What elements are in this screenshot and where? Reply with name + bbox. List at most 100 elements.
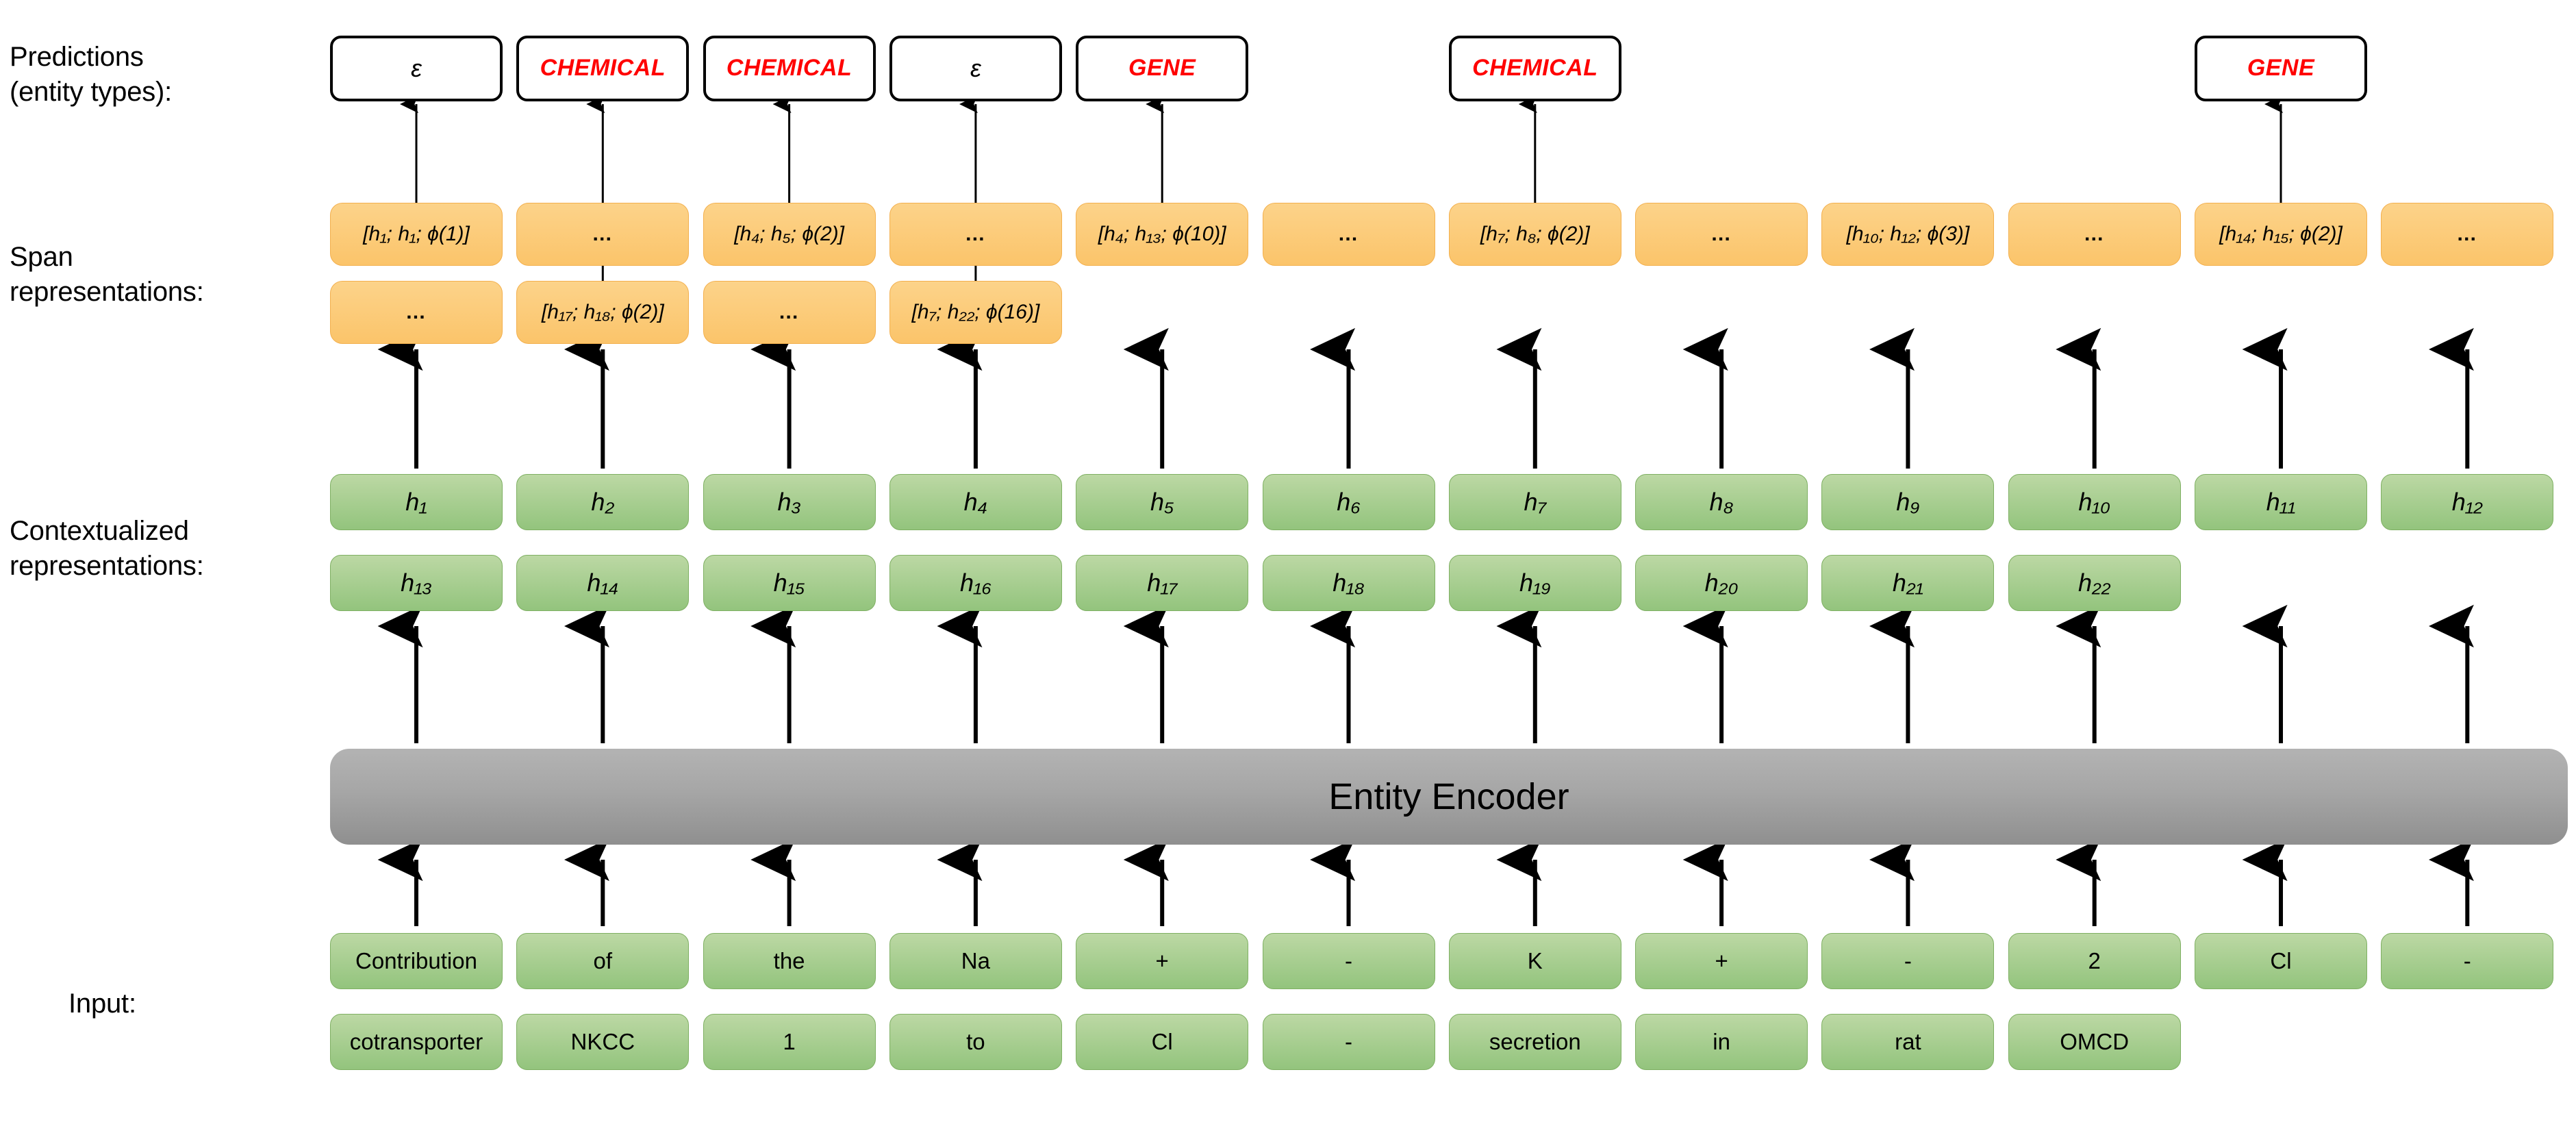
hidden-state-box-[interactable]: h₁₁ bbox=[2195, 474, 2367, 530]
hidden-state-box-[interactable]: h₁₇ bbox=[1076, 555, 1249, 611]
span-box-span_row_2-3[interactable]: … bbox=[703, 281, 876, 344]
input-token-box[interactable]: K bbox=[1448, 933, 1621, 989]
span-box-span_row_1-10[interactable]: … bbox=[2008, 203, 2181, 266]
span-formula: [h₁₀; h₁₂; ϕ(3)] bbox=[1846, 222, 1970, 245]
input-token-label: secretion bbox=[1489, 1029, 1581, 1055]
entity-encoder-title: Entity Encoder bbox=[1328, 776, 1569, 817]
hidden-state-box-[interactable]: h₉ bbox=[1821, 474, 1995, 530]
prediction-box-5[interactable]: GENE bbox=[1076, 36, 1249, 101]
hidden-state-box-[interactable]: h₁₉ bbox=[1448, 555, 1621, 611]
input-token-box[interactable]: - bbox=[2381, 933, 2554, 989]
input-token-box[interactable]: 2 bbox=[2008, 933, 2181, 989]
span-box-span_row_1-3[interactable]: [h₄; h₅; ϕ(2)] bbox=[703, 203, 876, 266]
span-box-span_row_2-4[interactable]: [h₇; h₂₂; ϕ(16)] bbox=[889, 281, 1062, 344]
input-token-box[interactable]: + bbox=[1076, 933, 1249, 989]
span-box-span_row_1-11[interactable]: [h₁₄; h₁₅; ϕ(2)] bbox=[2195, 203, 2367, 266]
input-token-box[interactable]: NKCC bbox=[516, 1014, 690, 1070]
label-input: Input: bbox=[68, 988, 136, 1019]
hidden-state-label: h₈ bbox=[1709, 488, 1734, 517]
input-token-box[interactable]: to bbox=[889, 1014, 1062, 1070]
input-token-box[interactable]: OMCD bbox=[2008, 1014, 2181, 1070]
hidden-state-box-[interactable]: h₈ bbox=[1635, 474, 1808, 530]
span-box-span_row_1-12[interactable]: … bbox=[2381, 203, 2554, 266]
ellipsis: … bbox=[2083, 222, 2106, 245]
hidden-state-label: h₁₈ bbox=[1333, 569, 1365, 597]
prediction-box-3[interactable]: CHEMICAL bbox=[703, 36, 876, 101]
prediction-box-7[interactable]: CHEMICAL bbox=[1448, 36, 1621, 101]
span-formula: [h₁; h₁; ϕ(1)] bbox=[363, 222, 470, 245]
input-token-box[interactable]: 1 bbox=[703, 1014, 876, 1070]
input-token-box[interactable]: in bbox=[1635, 1014, 1808, 1070]
hidden-state-box-[interactable]: h₁ bbox=[330, 474, 503, 530]
hidden-state-box-[interactable]: h₁₃ bbox=[330, 555, 503, 611]
hidden-state-box-[interactable]: h₁₂ bbox=[2381, 474, 2554, 530]
input-token-box[interactable]: + bbox=[1635, 933, 1808, 989]
hidden-state-box-[interactable]: h₂ bbox=[516, 474, 690, 530]
input-token-box[interactable]: Contribution bbox=[330, 933, 503, 989]
hidden-state-label: h₉ bbox=[1896, 488, 1920, 517]
input-token-label: 1 bbox=[783, 1029, 796, 1055]
span-box-span_row_1-5[interactable]: [h₄; h₁₃; ϕ(10)] bbox=[1076, 203, 1249, 266]
input-token-box[interactable]: the bbox=[703, 933, 876, 989]
span-box-span_row_1-2[interactable]: … bbox=[516, 203, 690, 266]
label-contextualized-representations: Contextualized representations: bbox=[10, 516, 204, 582]
ellipsis: … bbox=[1710, 222, 1733, 245]
hidden-state-box-[interactable]: h₁₆ bbox=[889, 555, 1062, 611]
span-box-span_row_1-1[interactable]: [h₁; h₁; ϕ(1)] bbox=[330, 203, 503, 266]
hidden-state-box-[interactable]: h₆ bbox=[1262, 474, 1435, 530]
span-box-span_row_1-4[interactable]: … bbox=[889, 203, 1062, 266]
input-token-box[interactable]: - bbox=[1262, 933, 1435, 989]
hidden-state-label: h₁₇ bbox=[1147, 569, 1178, 597]
input-token-box[interactable]: cotransporter bbox=[330, 1014, 503, 1070]
input-token-label: + bbox=[1715, 948, 1728, 974]
hidden-state-box-[interactable]: h₄ bbox=[889, 474, 1062, 530]
label-span-representations: Span representations: bbox=[10, 242, 204, 308]
hidden-state-box-[interactable]: h₅ bbox=[1076, 474, 1249, 530]
input-token-label: cotransporter bbox=[349, 1029, 483, 1055]
hidden-state-box-[interactable]: h₁₀ bbox=[2008, 474, 2181, 530]
ellipsis: … bbox=[2456, 222, 2479, 245]
hidden-state-label: h₁ bbox=[405, 488, 427, 517]
input-token-box[interactable]: - bbox=[1821, 933, 1995, 989]
hidden-state-label: h₁₉ bbox=[1519, 569, 1551, 597]
hidden-state-box-[interactable]: h₁₅ bbox=[703, 555, 876, 611]
span-formula: [h₇; h₈; ϕ(2)] bbox=[1480, 222, 1590, 245]
hidden-state-label: h₁₄ bbox=[587, 569, 619, 597]
hidden-state-box-[interactable]: h₂₀ bbox=[1635, 555, 1808, 611]
hidden-state-label: h₁₃ bbox=[401, 569, 432, 597]
hidden-state-box-[interactable]: h₃ bbox=[703, 474, 876, 530]
span-box-span_row_1-9[interactable]: [h₁₀; h₁₂; ϕ(3)] bbox=[1821, 203, 1995, 266]
input-token-box[interactable]: Na bbox=[889, 933, 1062, 989]
prediction-box-11[interactable]: GENE bbox=[2195, 36, 2367, 101]
ellipsis: … bbox=[405, 300, 427, 323]
prediction-box-2[interactable]: CHEMICAL bbox=[516, 36, 690, 101]
prediction-label: CHEMICAL bbox=[540, 55, 666, 82]
span-box-span_row_1-8[interactable]: … bbox=[1635, 203, 1808, 266]
ellipsis: … bbox=[592, 222, 614, 245]
input-token-label: Cl bbox=[2270, 948, 2292, 974]
hidden-state-label: h₂₁ bbox=[1892, 569, 1923, 597]
input-token-box[interactable]: Cl bbox=[2195, 933, 2367, 989]
hidden-state-box-[interactable]: h₂₁ bbox=[1821, 555, 1995, 611]
input-token-box[interactable]: rat bbox=[1821, 1014, 1995, 1070]
prediction-label: CHEMICAL bbox=[726, 55, 853, 82]
input-token-box[interactable]: secretion bbox=[1448, 1014, 1621, 1070]
input-token-box[interactable]: Cl bbox=[1076, 1014, 1249, 1070]
prediction-box-1[interactable]: ε bbox=[330, 36, 503, 101]
prediction-label: ε bbox=[411, 54, 422, 83]
entity-encoder-bar[interactable]: Entity Encoder bbox=[330, 749, 2568, 845]
input-token-box[interactable]: of bbox=[516, 933, 690, 989]
hidden-state-box-[interactable]: h₇ bbox=[1448, 474, 1621, 530]
hidden-state-box-[interactable]: h₂₂ bbox=[2008, 555, 2181, 611]
hidden-state-box-[interactable]: h₁₈ bbox=[1262, 555, 1435, 611]
hidden-state-label: h₄ bbox=[963, 488, 988, 517]
span-box-span_row_1-7[interactable]: [h₇; h₈; ϕ(2)] bbox=[1448, 203, 1621, 266]
span-box-span_row_1-6[interactable]: … bbox=[1262, 203, 1435, 266]
span-box-span_row_2-2[interactable]: [h₁₇; h₁₈; ϕ(2)] bbox=[516, 281, 690, 344]
input-token-box[interactable]: - bbox=[1262, 1014, 1435, 1070]
hidden-state-label: h₁₀ bbox=[2078, 488, 2110, 517]
prediction-box-4[interactable]: ε bbox=[889, 36, 1062, 101]
span-box-span_row_2-1[interactable]: … bbox=[330, 281, 503, 344]
hidden-state-box-[interactable]: h₁₄ bbox=[516, 555, 690, 611]
